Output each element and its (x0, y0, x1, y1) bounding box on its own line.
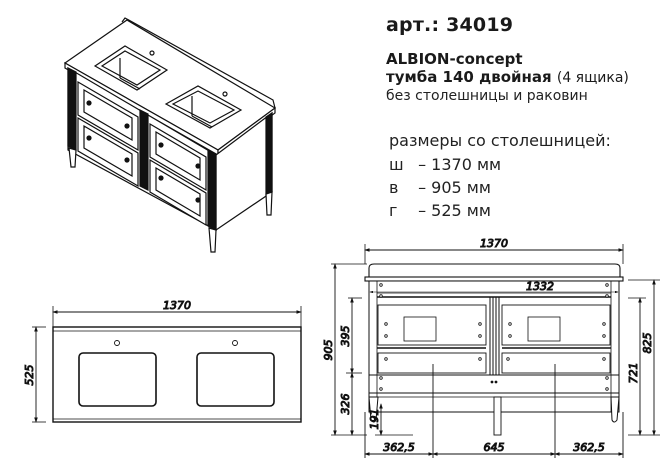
product-spec: арт.: 34019 ALBION-concept тумба 140 дво… (386, 14, 629, 105)
dimension-depth: г – 525 мм (389, 201, 491, 220)
total-height-label: 905 (322, 340, 335, 361)
dimension-key: в (389, 178, 399, 197)
product-subtitle: без столешницы и раковин (386, 88, 588, 104)
dimensions-title: размеры со столешницей: (389, 131, 611, 150)
isometric-view (63, 17, 277, 253)
dimension-width: ш – 1370 мм (389, 155, 501, 174)
top-depth-label: 525 (23, 365, 36, 386)
dimension-key: ш (389, 155, 404, 174)
front-view: 1370 1332 (322, 237, 660, 458)
collection-name: ALBION-concept (386, 50, 523, 68)
right-inner-height-label: 721 (627, 363, 640, 384)
bottom-right-label: 362,5 (573, 441, 605, 454)
dimension-value: – 905 мм (418, 178, 491, 197)
dimension-value: – 1370 мм (418, 155, 502, 174)
top-view: 1370 525 (23, 299, 302, 423)
model-name: тумба 140 двойная (4 ящика) (386, 68, 629, 87)
bottom-left-label: 362,5 (383, 441, 415, 454)
dimension-key: г (389, 201, 398, 220)
article-number: арт.: 34019 (386, 14, 514, 36)
upper-height-label: 395 (339, 326, 352, 347)
inner-width-label: 1332 (526, 280, 554, 293)
model-title: тумба 140 двойная (386, 68, 552, 86)
right-outer-height-label: 825 (641, 333, 654, 354)
bottom-center-label: 645 (484, 441, 505, 454)
front-width-label: 1370 (480, 237, 508, 250)
dimension-value: – 525 мм (418, 201, 491, 220)
top-width-label: 1370 (163, 299, 191, 312)
lower-height-label: 326 (339, 394, 352, 415)
model-note: (4 ящика) (556, 70, 629, 86)
dimension-height: в – 905 мм (389, 178, 491, 197)
leg-clearance-label: 191 (368, 409, 381, 430)
